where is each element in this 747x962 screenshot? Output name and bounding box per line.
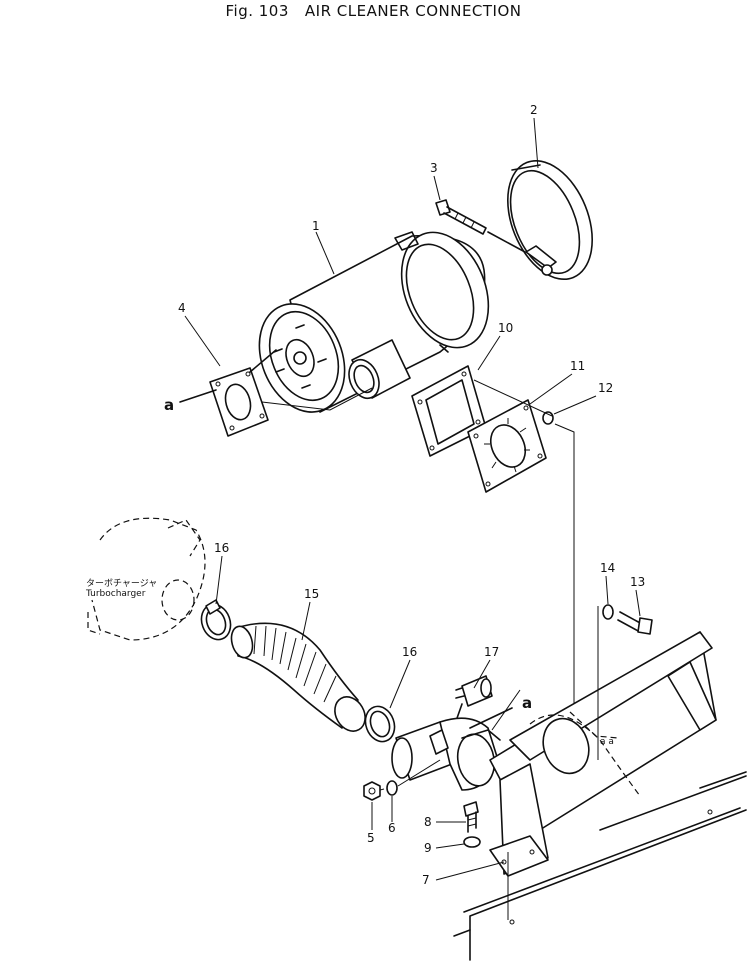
alignment-line-upper	[473, 379, 575, 720]
washer-6-drawing	[386, 780, 398, 796]
figure-number: Fig. 103	[225, 2, 289, 20]
alignment-line-gasket	[261, 387, 373, 411]
callout-16-upper: 16	[214, 541, 229, 555]
callout-4: 4	[178, 301, 186, 315]
callout-15: 15	[304, 587, 319, 601]
callout-11: 11	[570, 359, 585, 373]
callout-14: 14	[600, 561, 615, 575]
figure-title-text: AIR CLEANER CONNECTION	[304, 2, 522, 20]
alignment-line-nut	[379, 759, 441, 791]
band-clamp-drawing	[507, 159, 593, 281]
turbocharger-drawing: ターボチャージャ Turbocharger	[85, 517, 206, 641]
callout-16-lower: 16	[402, 645, 417, 659]
figure-title: Fig. 103 AIR CLEANER CONNECTION	[0, 2, 747, 20]
plate-11-drawing	[467, 399, 547, 493]
washer-14-drawing	[602, 604, 614, 620]
gasket-4-drawing	[209, 349, 277, 437]
callout-13: 13	[630, 575, 645, 589]
base-frame-drawing	[453, 771, 747, 961]
svg-text:a a: a a	[600, 737, 614, 747]
reference-a-left: a	[164, 396, 174, 414]
hose-clamp-16-lower-drawing	[364, 705, 396, 743]
gasket-10-drawing	[411, 365, 487, 457]
turbocharger-label-en: Turbocharger	[85, 589, 146, 599]
hose-clamp-16-upper-drawing	[200, 599, 232, 641]
callout-5: 5	[367, 831, 375, 845]
bracket-7-drawing: a a	[489, 631, 717, 877]
callout-7: 7	[422, 873, 430, 887]
callout-12: 12	[598, 381, 613, 395]
callout-2: 2	[530, 103, 538, 117]
leader-lines	[179, 117, 641, 881]
bolt-3-drawing	[435, 199, 526, 253]
callout-9: 9	[424, 841, 432, 855]
callout-10: 10	[498, 321, 513, 335]
bolt-13-drawing	[617, 611, 653, 635]
callout-17: 17	[484, 645, 499, 659]
elbow-pipe-drawing	[391, 717, 501, 791]
washer-9-drawing	[463, 836, 481, 848]
turbocharger-label-jp: ターボチャージャ	[86, 578, 157, 589]
bolt-8-drawing	[463, 801, 479, 833]
callout-1: 1	[312, 219, 320, 233]
reference-a-right: a	[522, 694, 532, 712]
nut-5-drawing	[363, 781, 381, 801]
callout-8: 8	[424, 815, 432, 829]
flex-hose-drawing	[230, 622, 366, 732]
indicator-17-drawing	[449, 675, 493, 739]
air-cleaner-drawing	[258, 231, 490, 413]
callout-3: 3	[430, 161, 438, 175]
callout-6: 6	[388, 821, 396, 835]
